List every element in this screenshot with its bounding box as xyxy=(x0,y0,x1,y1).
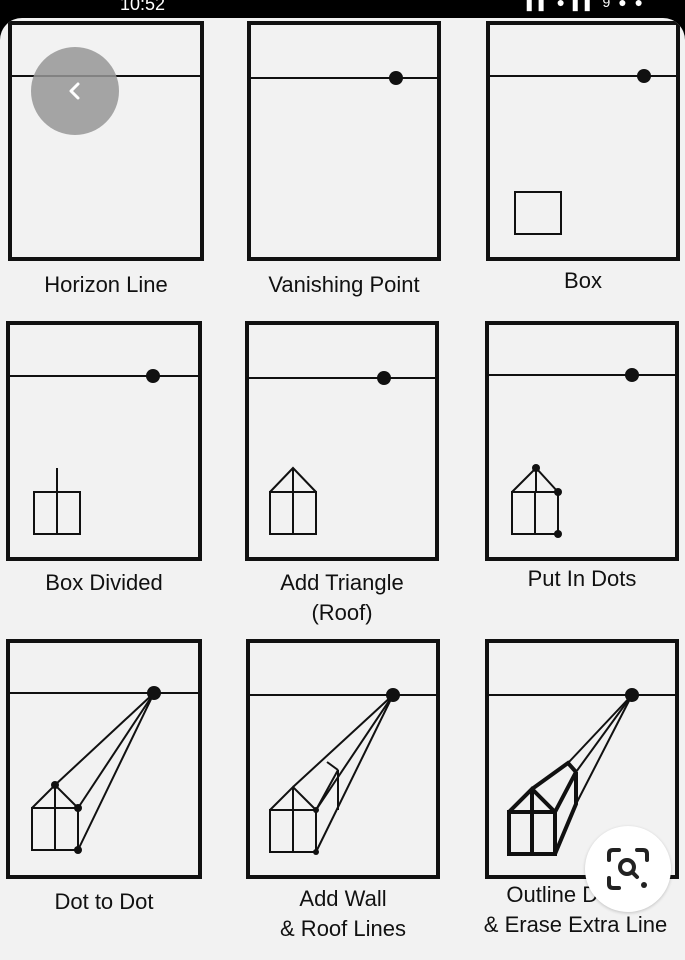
step-caption: Box xyxy=(488,266,678,296)
back-button[interactable] xyxy=(31,47,119,135)
frame-vanishing-point xyxy=(247,21,441,261)
vanishing-point-dot xyxy=(625,688,639,702)
chevron-left-icon xyxy=(69,82,80,100)
frame-add-triangle xyxy=(245,321,439,561)
status-time: 10:52 xyxy=(120,0,166,14)
frame-horizon-line xyxy=(8,21,204,261)
perspective-line xyxy=(567,694,633,764)
caption-text: Add Wall xyxy=(299,886,387,911)
box-shape xyxy=(514,191,562,235)
caption-text-2: & Erase Extra Line xyxy=(483,912,668,937)
frame-dot-to-dot xyxy=(6,639,202,879)
lens-search-icon xyxy=(607,848,649,890)
vanishing-point-dot xyxy=(377,371,391,385)
vanishing-point-dot xyxy=(146,369,160,383)
caption-text: Dot to Dot xyxy=(54,889,154,914)
status-bar: 10:52 ▌▌ ● ▌▌ 9 ● ● xyxy=(0,0,685,18)
wall-lines xyxy=(315,769,339,811)
caption-text: Box xyxy=(564,268,602,293)
perspective-line xyxy=(77,692,155,809)
caption-text: Vanishing Point xyxy=(268,272,420,297)
perspective-worksheet-image xyxy=(6,21,680,879)
frame-outline-darkly xyxy=(485,639,679,879)
step-caption: Put In Dots xyxy=(487,564,677,594)
step-caption: Horizon Line xyxy=(10,270,202,300)
frame-box-divided xyxy=(6,321,202,561)
caption-text: Box Divided xyxy=(45,570,163,595)
frame-put-in-dots xyxy=(485,321,679,561)
perspective-line xyxy=(292,694,394,788)
perspective-line xyxy=(315,694,394,853)
step-caption: Box Divided xyxy=(8,568,200,598)
caption-text: Put In Dots xyxy=(527,566,637,591)
vanishing-point-dot xyxy=(386,688,400,702)
caption-text-2: (Roof) xyxy=(311,600,373,625)
perspective-line xyxy=(575,694,633,805)
perspective-line xyxy=(575,694,633,773)
step-caption: Add Wall & Roof Lines xyxy=(248,884,438,944)
bottom-edge xyxy=(0,948,685,960)
perspective-line xyxy=(77,692,155,851)
status-indicators: ▌▌ ● ▌▌ 9 ● ● xyxy=(526,0,645,10)
perspective-line xyxy=(54,692,155,786)
perspective-line xyxy=(315,694,394,811)
vanishing-point-dot xyxy=(637,69,651,83)
caption-text: Add Triangle xyxy=(280,570,404,595)
frame-box xyxy=(486,21,680,261)
frame-add-wall xyxy=(246,639,440,879)
step-caption: Vanishing Point xyxy=(246,270,442,300)
lens-search-button[interactable] xyxy=(585,826,671,912)
image-viewer: Horizon Line Vanishing Point Box Box Div… xyxy=(0,18,685,960)
step-caption: Add Triangle (Roof) xyxy=(240,568,444,628)
wall-outline xyxy=(553,771,578,855)
vanishing-point-dot xyxy=(625,368,639,382)
caption-text: Horizon Line xyxy=(44,272,168,297)
vanishing-point-dot xyxy=(147,686,161,700)
caption-text-2: & Roof Lines xyxy=(280,916,406,941)
vanishing-point-dot xyxy=(389,71,403,85)
step-caption: Dot to Dot xyxy=(8,887,200,917)
